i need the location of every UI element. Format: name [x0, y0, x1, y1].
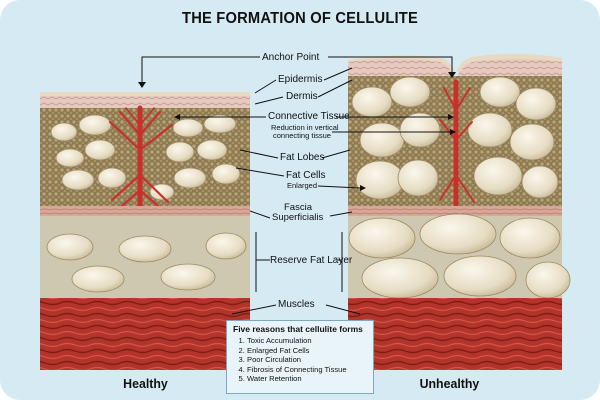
unhealthy-reserve-fat-cells [348, 213, 571, 299]
unhealthy-panel [348, 53, 571, 370]
reasons-heading: Five reasons that cellulite forms [233, 324, 363, 334]
healthy-connective-tissue [108, 105, 174, 209]
diagram-title: THE FORMATION OF CELLULITE [182, 10, 418, 27]
reserve-fat-cell [46, 233, 94, 261]
healthy-reserve-fat-cells [46, 232, 247, 293]
label-connective-tissue: Connective Tissue [268, 111, 350, 122]
label-strip [250, 40, 348, 322]
reserve-leader-right [338, 232, 343, 292]
fat-cell [78, 114, 112, 136]
fat-cell [515, 87, 557, 121]
fat-cell [173, 167, 207, 189]
reason-item: Water Retention [247, 374, 367, 384]
reserve-fat-cell [499, 217, 561, 259]
label-enlarged: Enlarged [287, 181, 318, 190]
fat-cell [61, 169, 95, 191]
fat-cell [165, 141, 195, 163]
fat-cell [509, 123, 555, 161]
muscles-leader-right [325, 304, 361, 315]
dermis-leader-left [254, 96, 284, 105]
label-fat-cells: Fat Cells [286, 170, 326, 181]
fascia-leader-right [329, 211, 353, 217]
label-fat-lobes: Fat Lobes [280, 152, 325, 163]
epidermis-leader-right [323, 67, 353, 81]
fat-cell [196, 139, 228, 161]
leader-arrowheads [138, 72, 456, 191]
label-anchor-point: Anchor Point [262, 52, 320, 63]
label-muscles: Muscles [278, 299, 315, 310]
fat-cell [149, 183, 175, 201]
fat-cell [203, 114, 237, 134]
reserve-fat-cell [118, 235, 172, 263]
fat-lobes-leader-left [239, 149, 279, 159]
unhealthy-fascia-superficialis [348, 206, 562, 216]
fat-cell [55, 148, 85, 168]
reserve-fat-cell [361, 257, 439, 299]
dermis-leader-right [317, 79, 353, 98]
fat-cell [359, 122, 405, 158]
reserve-fat-cell [205, 232, 247, 260]
fat-cells-leader-left [235, 167, 285, 177]
label-reduction-line1: Reduction in vertical [271, 123, 339, 132]
reserve-fat-cell [160, 263, 216, 291]
leader-lines [141, 56, 453, 315]
fat-cell [399, 112, 441, 148]
fat-cell [397, 159, 439, 197]
fascia-leader-left [249, 210, 271, 219]
unhealthy-connective-tissue [439, 79, 475, 209]
reasons-box: Five reasons that cellulite forms Toxic … [226, 320, 374, 394]
fat-cell [50, 122, 78, 142]
label-dermis: Dermis [286, 91, 318, 102]
healthy-fat-cells [50, 114, 241, 201]
label-epidermis: Epidermis [278, 74, 323, 85]
fat-cell [351, 86, 393, 118]
anchor-point-leader [141, 56, 260, 82]
unhealthy-fat-cells [351, 76, 559, 200]
reserve-fat-cell [525, 261, 571, 299]
healthy-muscle-layer [40, 298, 250, 370]
fat-cell [467, 112, 513, 148]
healthy-dermis [40, 96, 250, 108]
reasons-list: Toxic Accumulation Enlarged Fat Cells Po… [233, 336, 367, 384]
muscles-leader-left [231, 304, 277, 315]
reason-item: Toxic Accumulation [247, 336, 367, 346]
reason-item: Fibrosis of Connecting Tissue [247, 365, 367, 375]
fat-cell [355, 160, 405, 200]
healthy-fascia-superficialis [40, 206, 250, 216]
fat-cell [479, 76, 521, 108]
fat-cell [97, 167, 127, 189]
reserve-fat-cell [419, 213, 497, 255]
unhealthy-muscle-layer [348, 298, 562, 370]
label-superficialis: Superficialis [272, 212, 324, 223]
fat-cell [211, 163, 241, 185]
fat-cell [389, 76, 431, 108]
fat-cell [473, 156, 523, 196]
label-reduction-line2: connecting tissue [273, 131, 331, 140]
fat-cell [172, 118, 204, 138]
healthy-panel [40, 92, 250, 370]
epidermis-leader-left [254, 79, 277, 94]
caption-healthy: Healthy [123, 376, 168, 391]
fat-lobes-leader-right [321, 149, 351, 159]
reason-item: Enlarged Fat Cells [247, 346, 367, 356]
reserve-fat-cell [348, 217, 416, 259]
fat-cell [84, 139, 116, 161]
reserve-fat-cell [71, 265, 125, 293]
caption-unhealthy: Unhealthy [419, 376, 480, 391]
healthy-epidermis [40, 92, 250, 96]
fat-cell [521, 165, 559, 199]
reserve-leader-left [255, 232, 270, 292]
label-fascia: Fascia [284, 202, 312, 213]
reserve-fat-cell [443, 255, 517, 297]
anchor-point-leader-right [328, 56, 453, 72]
reason-item: Poor Circulation [247, 355, 367, 365]
fat-cells-leader-right [317, 185, 361, 189]
label-reserve-fat-layer: Reserve Fat Layer [270, 255, 353, 266]
